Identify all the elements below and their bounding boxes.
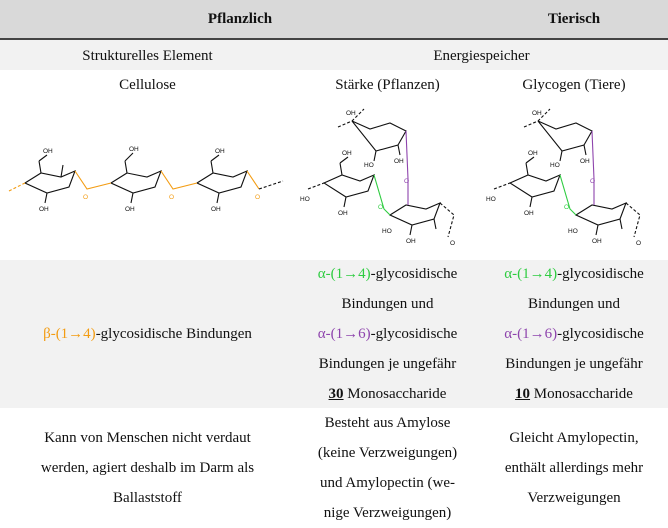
header-animal: Tierisch <box>547 11 601 27</box>
glycogen-oh-label: OH <box>532 110 542 117</box>
glycogen-oh-label: OH <box>524 210 534 217</box>
alpha16-bond-label: α-(1→6) <box>504 326 558 342</box>
bond-cellulose: β-(1→4)-glycosidische Bindungen <box>0 260 295 408</box>
glycogen-ho-label: HO <box>550 162 560 169</box>
glycogen-ho-label: HO <box>486 196 496 203</box>
cellulose-oh-label: OH <box>211 206 221 213</box>
bond-text: -glycosidische <box>557 326 644 342</box>
bond-text: -glycosidische <box>370 326 458 342</box>
bond-text: -glycosidische Bindungen <box>95 326 252 342</box>
header-plant: Pflanzlich <box>207 11 273 27</box>
cellulose-oh-label: OH <box>125 206 135 213</box>
bond-text: Bindungen je ungefähr <box>505 356 643 372</box>
description-starch: Besteht aus Amylose (keine Verzweigungen… <box>295 408 480 527</box>
starch-structure: OH HO OH OH HO OH HO OH O O O <box>295 100 480 260</box>
glycogen-o-label: O <box>636 240 641 247</box>
structure-row: OH OH OH OH OH OH O O O <box>0 100 668 260</box>
category-row: Strukturelles Element Energiespeicher <box>0 38 668 72</box>
glycogen-oh-label: OH <box>592 238 602 245</box>
cellulose-structure-drawing: OH OH OH OH OH OH O O O <box>8 146 283 213</box>
starch-o-label: O <box>404 178 409 185</box>
glycogen-structure-drawing: OH HO OH OH HO OH HO OH O O O <box>486 108 641 247</box>
cellulose-structure: OH OH OH OH OH OH O O O <box>0 100 295 260</box>
alpha16-bond-label: α-(1→6) <box>317 326 371 342</box>
description-line: Verzweigungen <box>527 489 621 506</box>
glycogen-ho-label: HO <box>568 228 578 235</box>
starch-oh-label: OH <box>338 210 348 217</box>
bond-text: Bindungen je ungefähr <box>318 356 457 372</box>
bond-text: Bindungen und <box>527 296 621 312</box>
beta-bond-label: β-(1→4) <box>43 326 96 342</box>
bond-text: Monosaccharide <box>530 386 633 402</box>
starch-o-label: O <box>450 240 455 247</box>
starch-oh-label: OH <box>406 238 416 245</box>
starch-structure-drawing: OH HO OH OH HO OH HO OH O O O <box>300 108 455 247</box>
alpha14-bond-label: α-(1→4) <box>504 266 558 282</box>
starch-ho-label: HO <box>364 162 374 169</box>
cellulose-o-label: O <box>169 194 174 201</box>
name-starch: Stärke (Pflanzen) <box>335 77 440 93</box>
starch-ho-label: HO <box>300 196 310 203</box>
cellulose-oh-label: OH <box>129 146 139 153</box>
alpha14-bond-label: α-(1→4) <box>317 266 371 282</box>
monosaccharide-count: 30 <box>328 386 344 402</box>
glycogen-structure: OH HO OH OH HO OH HO OH O O O <box>480 100 668 260</box>
cellulose-oh-label: OH <box>39 206 49 213</box>
cellulose-oh-label: OH <box>43 148 53 155</box>
glycogen-oh-label: OH <box>528 150 538 157</box>
description-line: nige Verzweigungen) <box>323 504 452 521</box>
description-line: Ballaststoff <box>113 489 182 506</box>
bond-text: -glycosidische <box>557 266 644 282</box>
description-glycogen: Gleicht Amylopectin, enthält allerdings … <box>480 408 668 527</box>
description-line: werden, agiert deshalb im Darm als <box>40 459 255 476</box>
monosaccharide-count: 10 <box>515 386 531 402</box>
starch-ho-label: HO <box>382 228 392 235</box>
description-line: Gleicht Amylopectin, <box>509 429 639 446</box>
starch-oh-label: OH <box>342 150 352 157</box>
bond-starch: α-(1→4)-glycosidische Bindungen und α-(1… <box>295 260 480 408</box>
category-energy: Energiespeicher <box>433 48 530 64</box>
bond-text: Monosaccharide <box>343 386 447 402</box>
description-line: (keine Verzweigungen) <box>317 444 458 461</box>
cellulose-o-label: O <box>255 194 260 201</box>
glycogen-o-label: O <box>564 204 569 211</box>
starch-o-label: O <box>378 204 383 211</box>
category-structural: Strukturelles Element <box>82 48 213 64</box>
name-cellulose: Cellulose <box>119 77 176 93</box>
bond-text: Bindungen und <box>341 296 434 312</box>
header-row: Pflanzlich Tierisch <box>0 0 668 38</box>
description-line: und Amylopectin (we- <box>320 474 455 491</box>
starch-oh-label: OH <box>394 158 404 165</box>
description-row: Kann von Menschen nicht verdaut werden, … <box>0 408 668 527</box>
description-cellulose: Kann von Menschen nicht verdaut werden, … <box>0 408 295 527</box>
cellulose-o-label: O <box>83 194 88 201</box>
bond-row: β-(1→4)-glycosidische Bindungen α-(1→4)-… <box>0 260 668 408</box>
cellulose-oh-label: OH <box>215 148 225 155</box>
name-row: Cellulose Stärke (Pflanzen) Glycogen (Ti… <box>0 70 668 100</box>
glycogen-oh-label: OH <box>580 158 590 165</box>
name-glycogen: Glycogen (Tiere) <box>522 77 626 93</box>
description-line: enthält allerdings mehr <box>504 459 644 476</box>
starch-oh-label: OH <box>346 110 356 117</box>
description-line: Kann von Menschen nicht verdaut <box>44 429 251 446</box>
bond-text: -glycosidische <box>370 266 458 282</box>
glycogen-o-label: O <box>590 178 595 185</box>
description-line: Besteht aus Amylose <box>324 414 451 431</box>
bond-glycogen: α-(1→4)-glycosidische Bindungen und α-(1… <box>480 260 668 408</box>
